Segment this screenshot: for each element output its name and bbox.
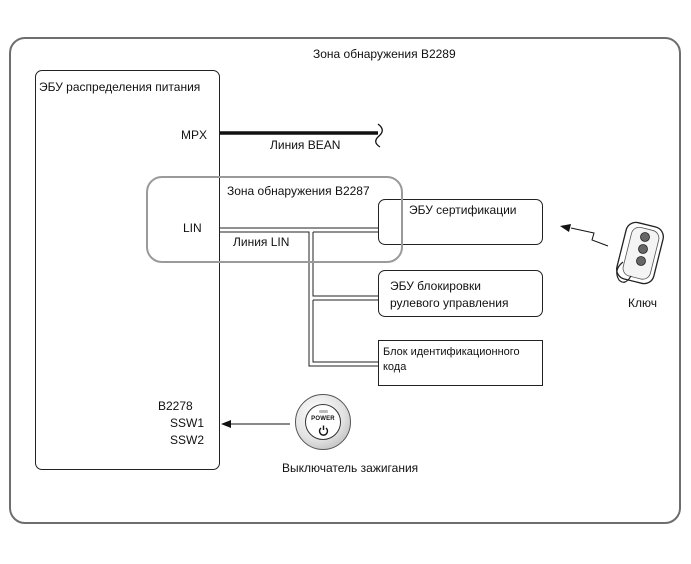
pin-lin: LIN <box>183 221 202 235</box>
ignition-switch-face: POWER <box>305 404 341 440</box>
bean-bus-break-symbol <box>375 123 383 148</box>
dtc-b2278: B2278 <box>158 399 193 413</box>
lin-bus-lines <box>220 227 378 367</box>
key-label: Ключ <box>628 296 657 310</box>
steering-lock-ecu-box <box>378 270 543 317</box>
power-distribution-ecu <box>35 70 220 470</box>
detection-zone-b2289 <box>9 37 681 524</box>
power-indicator-led <box>319 410 328 413</box>
wireless-signal-line <box>570 227 609 247</box>
lin-line-label: Линия LIN <box>233 235 290 249</box>
id-code-box <box>378 340 543 386</box>
id-code-box-line2: кода <box>383 361 407 373</box>
ignition-switch-label: Выключатель зажигания <box>282 461 419 475</box>
power-icon <box>318 425 329 436</box>
detection-zone-b2287-label: Зона обнаружения B2287 <box>227 184 370 198</box>
certification-ecu-label: ЭБУ сертификации <box>409 203 517 217</box>
steering-lock-ecu-line1: ЭБУ блокировки <box>390 279 481 293</box>
id-code-box-line1: Блок идентификационного <box>383 346 520 358</box>
ignition-switch-button: POWER <box>295 394 351 450</box>
detection-zone-b2289-label: Зона обнаружения B2289 <box>313 47 456 61</box>
wireless-signal-arrow <box>560 224 571 232</box>
pin-ssw1: SSW1 <box>170 416 205 430</box>
detection-zone-b2287 <box>146 176 403 263</box>
certification-ecu-box <box>378 199 543 245</box>
bean-line-label: Линия BEAN <box>270 138 341 152</box>
power-button-text: POWER <box>311 416 335 422</box>
power-distribution-ecu-title: ЭБУ распределения питания <box>39 80 201 94</box>
pin-mpx: MPX <box>181 128 208 142</box>
ignition-signal-arrow <box>221 420 231 428</box>
pin-ssw2: SSW2 <box>170 433 205 447</box>
key-fob-icon <box>616 221 664 285</box>
steering-lock-ecu-line2: рулевого управления <box>390 296 509 310</box>
